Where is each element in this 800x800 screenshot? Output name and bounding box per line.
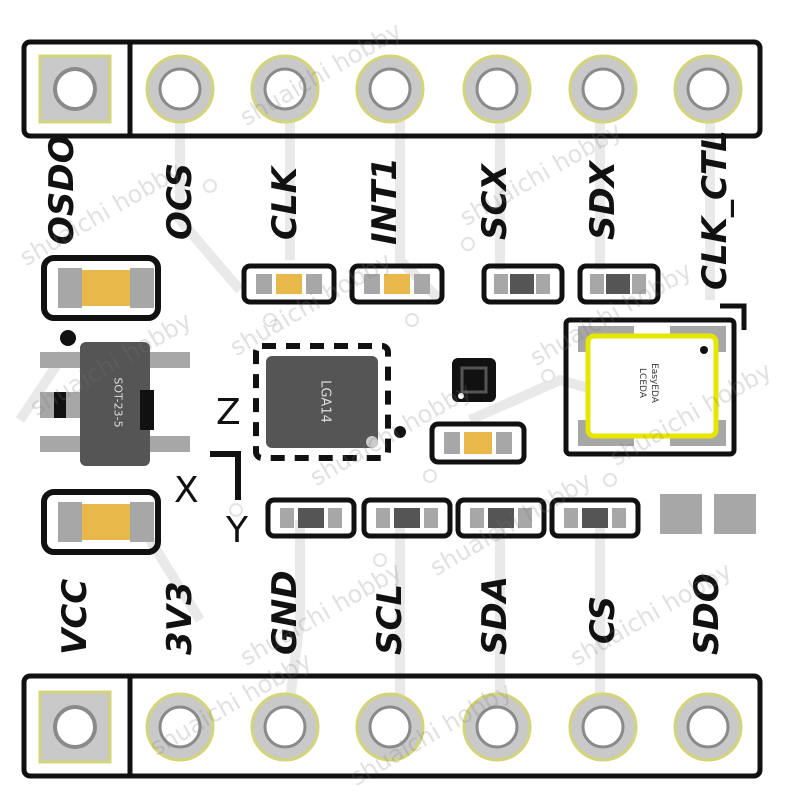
oscillator-marking-top: LCEDA — [637, 368, 647, 398]
regulator-chip — [40, 342, 190, 466]
pin-label-int1: INT1 — [365, 157, 405, 245]
top-round-pads — [145, 54, 743, 124]
pin-label-3v3: 3V3 — [160, 581, 200, 655]
sensor-chip — [253, 343, 406, 461]
axis-label-y: Y — [226, 510, 248, 551]
pin-label-sdx: SDX — [583, 161, 623, 240]
top-header-outline — [21, 39, 763, 139]
pin-label-clk-ctl: CLK_CTL — [695, 130, 735, 290]
pin-label-sda: SDA — [475, 575, 515, 655]
pin-label-clk: CLK — [265, 167, 305, 240]
pin-label-vcc: VCC — [55, 578, 95, 655]
sensor-marking: LGA14 — [317, 380, 333, 423]
bottom-passives — [265, 494, 756, 539]
capacitor-c2 — [41, 489, 161, 555]
top-passives — [241, 263, 661, 305]
bottom-round-pads — [145, 692, 743, 762]
bottom-header-outline — [21, 673, 763, 779]
capacitor-c3 — [429, 421, 527, 465]
capacitor-c1 — [41, 255, 161, 346]
axis-label-z: Z — [216, 392, 241, 433]
traces — [15, 110, 715, 701]
axis-arrows — [210, 451, 241, 500]
axis-label-x: X — [174, 470, 199, 511]
small-ic — [452, 358, 496, 402]
vias — [203, 179, 617, 567]
bottom-square-pad — [38, 690, 112, 764]
oscillator — [563, 303, 747, 457]
oscillator-marking-bottom: EasyEDA — [649, 363, 659, 403]
